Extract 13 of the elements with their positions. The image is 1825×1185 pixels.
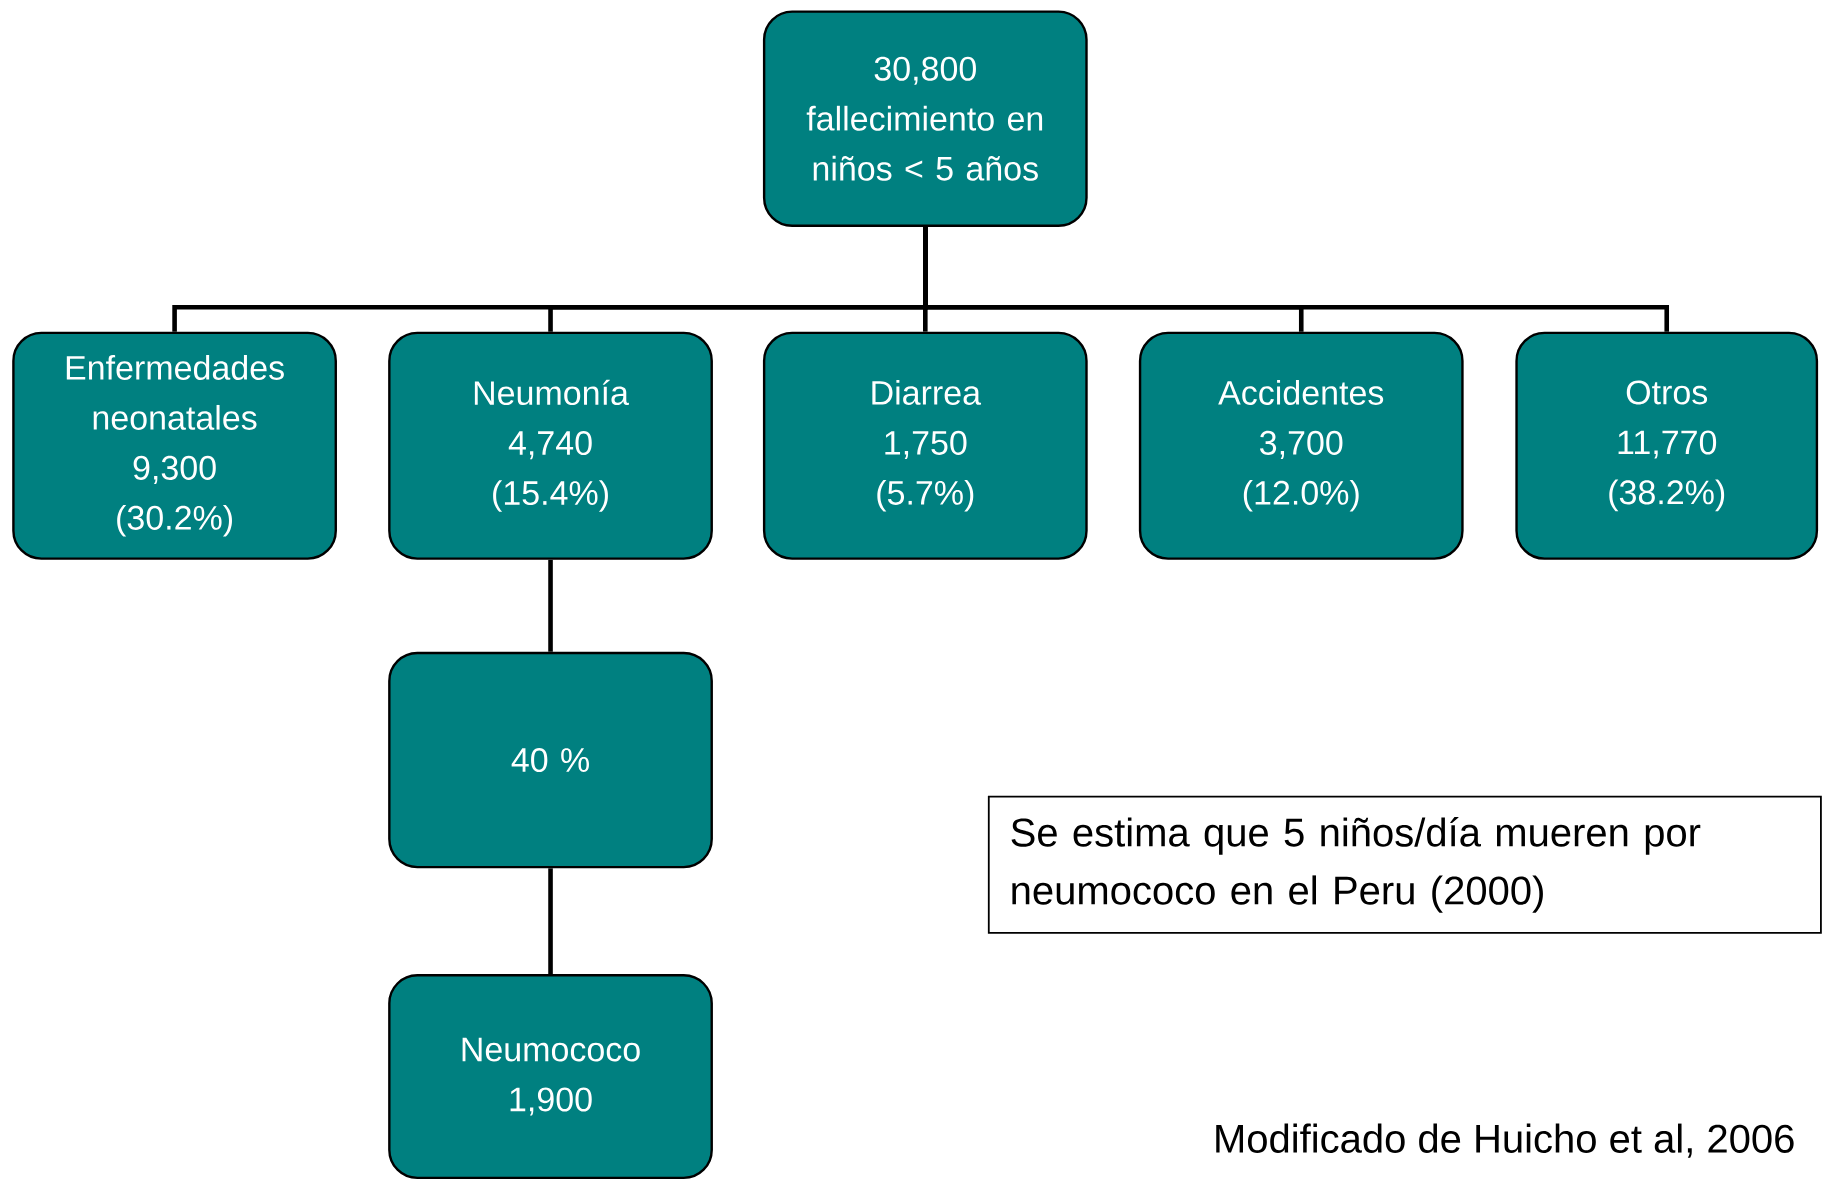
caption: Modificado de Huicho et al, 2006	[1216, 1123, 1794, 1158]
tree-box: Accidentes 3,700 (12.0%)	[1138, 331, 1464, 560]
tree-box: 40 %	[388, 651, 713, 869]
tree-box: Otros 11,770 (38.2%)	[1515, 331, 1819, 560]
tree-box: Neumonía 4,740 (15.4%)	[388, 331, 713, 560]
connector-line	[548, 868, 553, 975]
tree-box: Diarrea 1,750 (5.7%)	[762, 331, 1088, 560]
connector-line	[923, 227, 1669, 332]
tree-box: Enfermedades neonatales 9,300 (30.2%)	[12, 331, 337, 560]
tree-box: Neumococo 1,900	[388, 974, 713, 1180]
connector-line	[548, 559, 553, 652]
tree-box: 30,800 fallecimiento en niños < 5 años	[762, 10, 1088, 228]
note-box: Se estima que 5 niños/día mueren por neumococo en el Peru (2000)	[987, 795, 1822, 934]
